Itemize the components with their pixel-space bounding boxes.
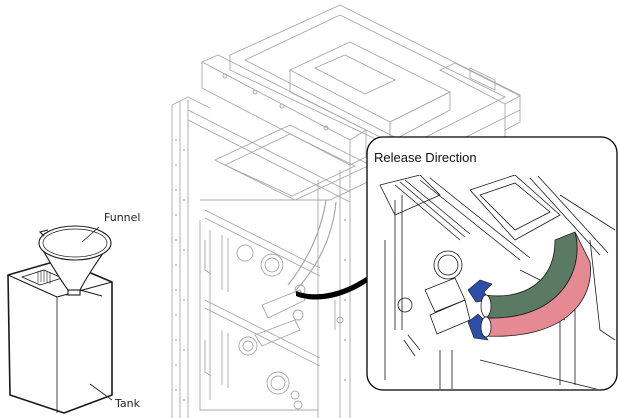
- release-direction-callout: [366, 136, 618, 391]
- funnel-label: Funnel: [104, 211, 141, 224]
- pink-hose: [484, 231, 591, 337]
- tank-leader-line: [89, 383, 113, 401]
- tank: [7, 259, 113, 414]
- funnel-leader-line: [81, 226, 100, 243]
- tank-label: Tank: [115, 397, 140, 410]
- funnel: [38, 225, 112, 296]
- callout-title: Release Direction: [374, 150, 477, 165]
- machine-frame: [171, 4, 521, 418]
